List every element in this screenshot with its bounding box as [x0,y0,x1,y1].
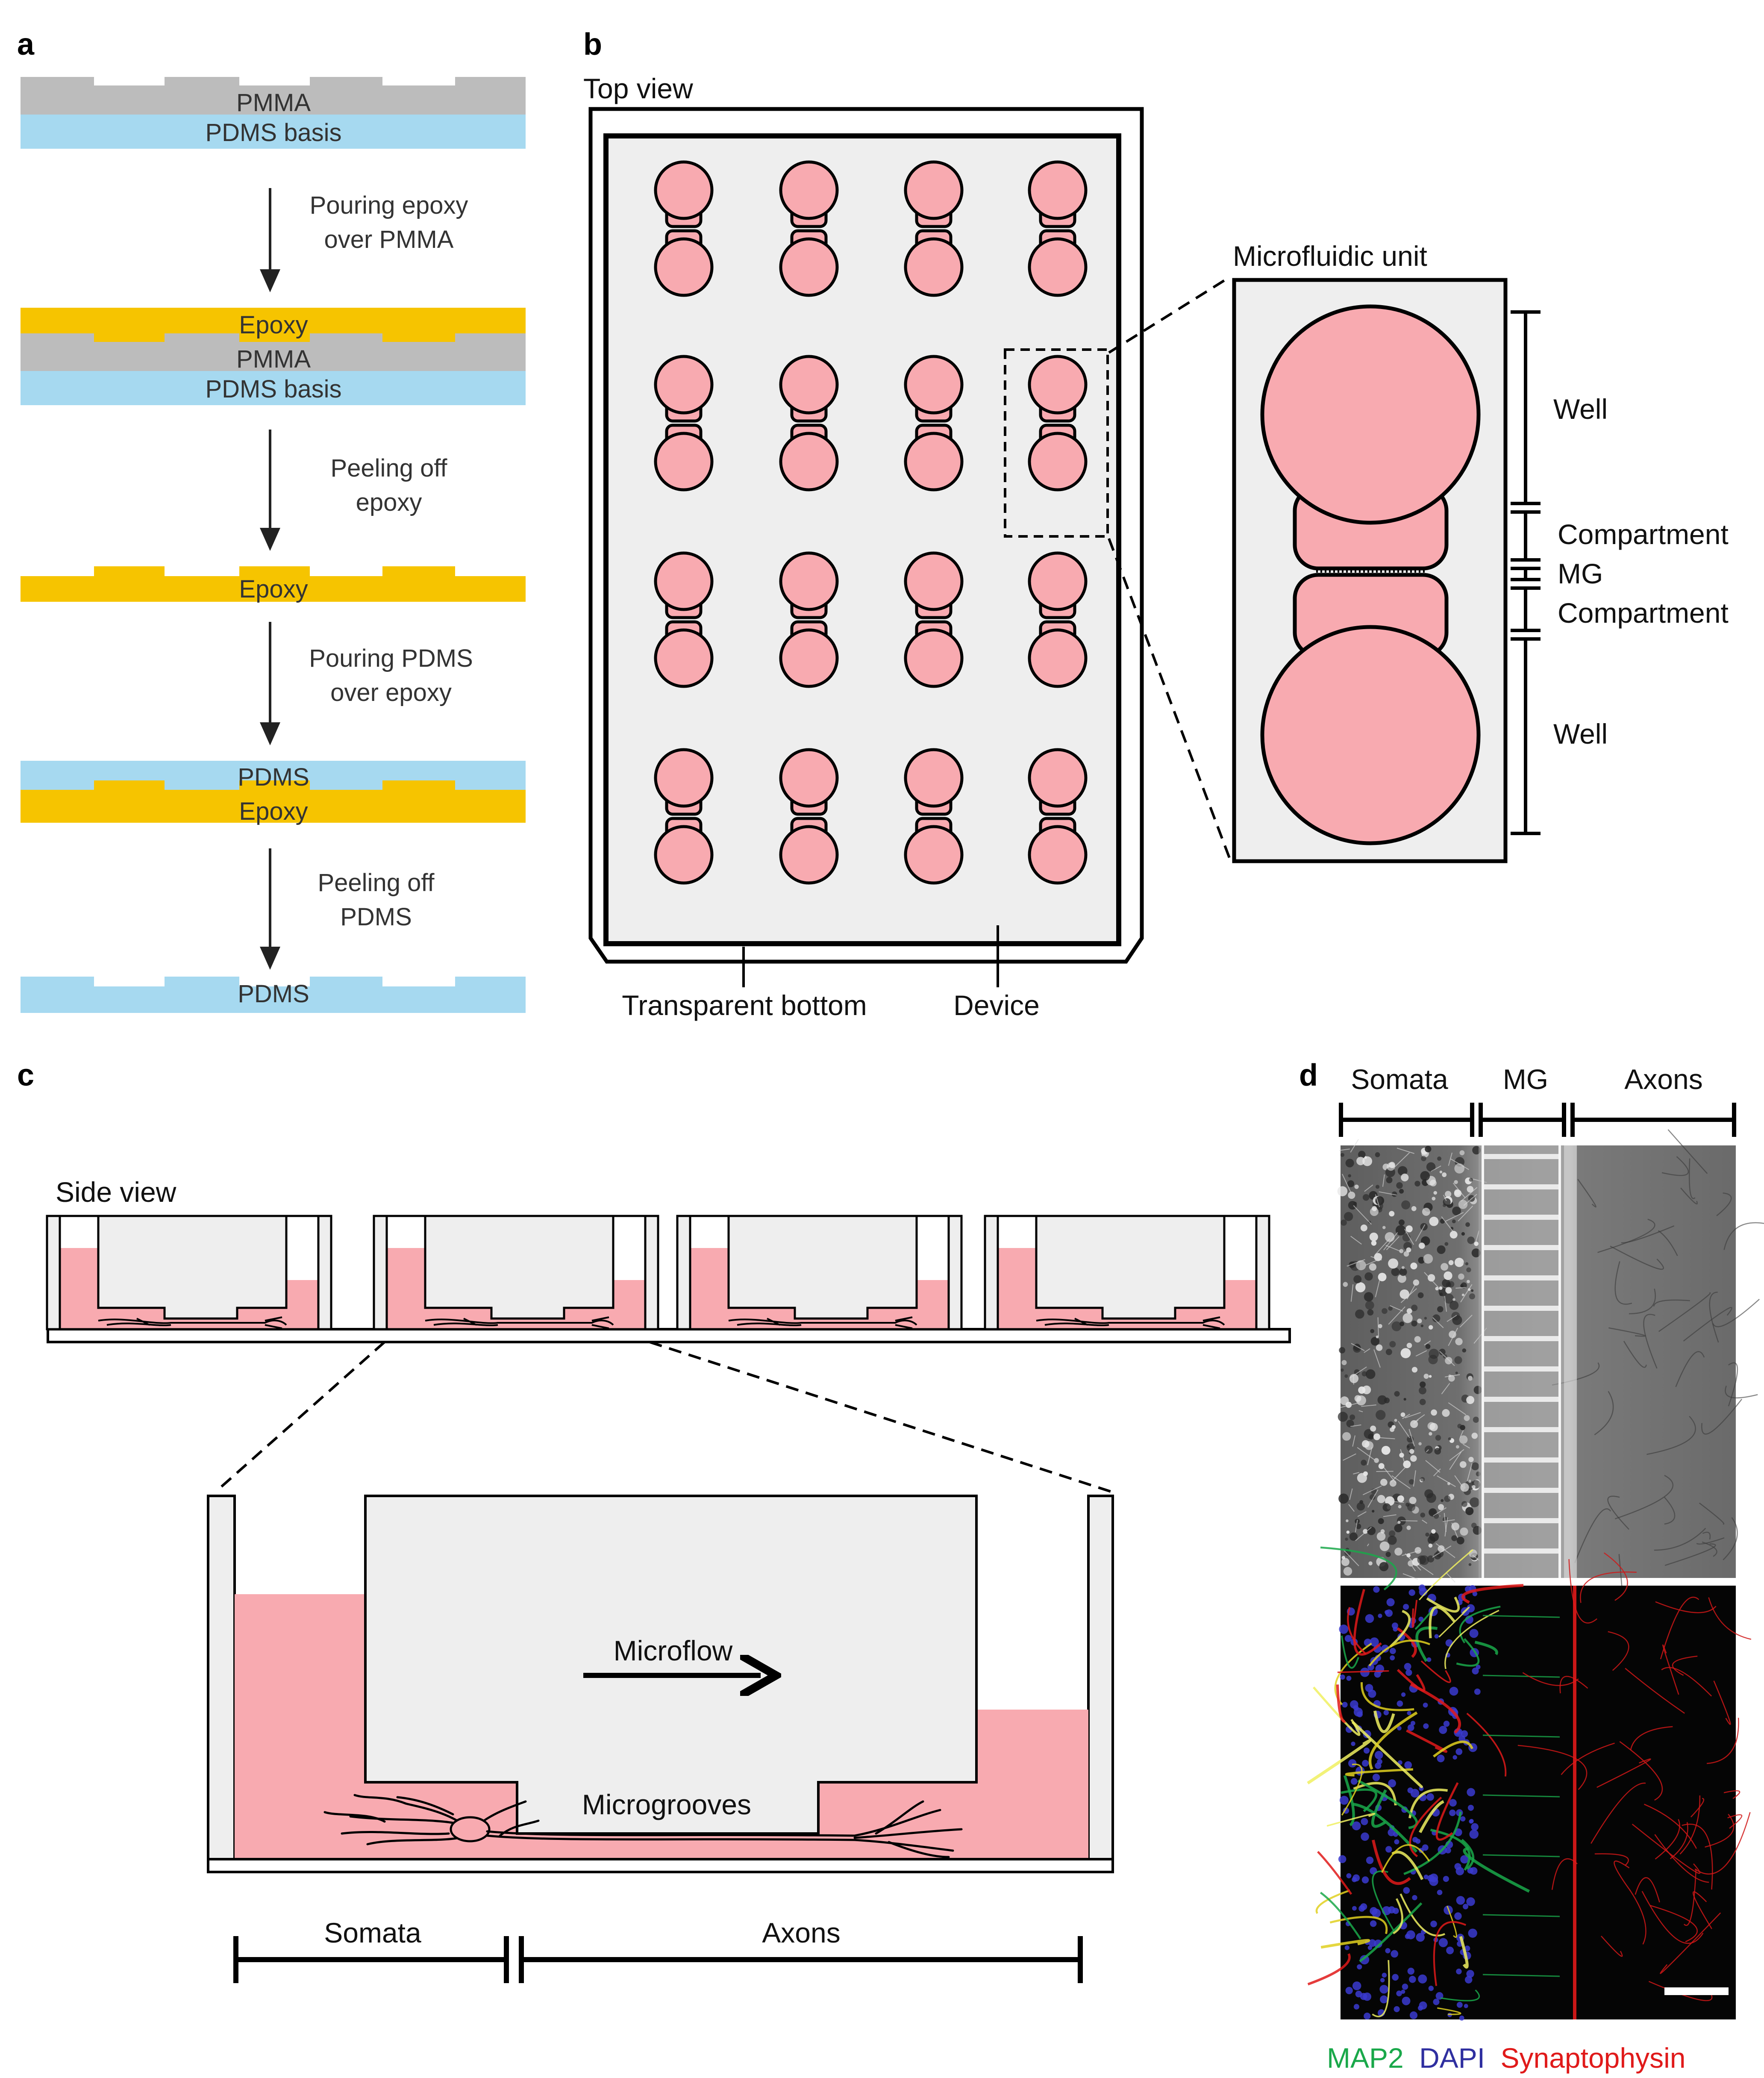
stain-legend: MAP2 DAPI Synaptophysin [1327,2042,1685,2074]
well-bottom-label: Well [1553,718,1608,750]
epoxy-label: Epoxy [239,311,308,339]
step-1-line-2: over PMMA [324,226,454,253]
side-view-title: Side view [56,1176,176,1208]
step-3-line-1: Pouring PDMS [309,645,473,672]
microflow-label: Microflow [614,1635,733,1666]
enlarged-side-view: Microflow Microgrooves [208,1496,1113,1872]
epoxy-label: Epoxy [239,798,308,825]
stage-epoxy: Epoxy [21,566,526,603]
scale-bar [1664,1987,1729,1995]
axons-label: Axons [762,1917,840,1948]
top-view-title: Top view [583,73,693,104]
pdms-label: PDMS [238,763,309,791]
side-well [677,1216,961,1329]
zoom-line-left [216,1342,385,1492]
pdms-basis-label: PDMS basis [205,375,341,403]
side-well [985,1216,1269,1329]
well-top [1262,306,1479,523]
somata-label: Somata [324,1917,421,1948]
left-wall [208,1496,235,1859]
panel-b-letter: b [583,27,602,62]
panel-a: a PMMA PDMS basis Pouring epoxy over PMM… [17,27,526,1013]
step-4-line-2: PDMS [340,903,412,931]
microgrooves-label: Microgrooves [582,1789,751,1820]
side-well [47,1216,331,1329]
transparent-bottom-label: Transparent bottom [622,989,867,1021]
device-label: Device [953,989,1040,1021]
step-1-line-1: Pouring epoxy [310,191,468,219]
panel-c: c Side view [17,1058,1290,1983]
panel-c-letter: c [17,1058,34,1092]
step-2-line-1: Peeling off [330,454,447,482]
panel-a-letter: a [17,27,35,62]
dimension-bracket [1511,312,1541,833]
well-top-label: Well [1553,393,1608,425]
synaptophysin-label: Synaptophysin [1500,2042,1685,2074]
panel-d: d Somata MG Axons [1299,1058,1764,2074]
well-bottom [1262,627,1479,843]
stage-epoxy-pmma-pdms: Epoxy PMMA PDMS basis [21,308,526,405]
stage-pdms: PDMS [21,977,526,1013]
map2-label: MAP2 [1327,2042,1404,2074]
compartment-top-label: Compartment [1558,518,1729,550]
epoxy-label: Epoxy [239,575,308,603]
stage-pdms-on-epoxy: PDMS Epoxy [21,761,526,825]
pdms-label: PDMS [238,980,309,1008]
stage-pmma-on-pdms: PMMA PDMS basis [21,77,526,149]
region-bracket [1341,1103,1734,1137]
side-view-wells [47,1216,1269,1329]
side-well [374,1216,658,1329]
pdms-basis-label: PDMS basis [205,119,341,147]
pmma-label: PMMA [236,89,311,117]
step-4-line-1: Peeling off [318,869,435,897]
right-wall [1088,1496,1113,1859]
compartment-bottom-label: Compartment [1558,597,1729,629]
zoom-line-right [650,1342,1111,1492]
axons-label: Axons [1624,1063,1702,1095]
pmma-label: PMMA [236,345,311,373]
side-view-base [48,1329,1290,1342]
fluorescence-image [1308,1548,1751,2021]
panel-b: b Top view Transparent bottom Device Mic… [583,27,1729,1021]
dapi-label: DAPI [1419,2042,1485,2074]
panel-d-letter: d [1299,1058,1318,1092]
mg-label: MG [1503,1063,1548,1095]
step-2-line-2: epoxy [356,489,422,516]
step-3-line-2: over epoxy [330,679,452,706]
mg-label: MG [1558,558,1603,589]
somata-label: Somata [1351,1063,1448,1095]
microfluidic-unit-title: Microfluidic unit [1233,240,1427,272]
phase-contrast-image [1338,1130,1764,1598]
enlarged-base [208,1859,1113,1872]
